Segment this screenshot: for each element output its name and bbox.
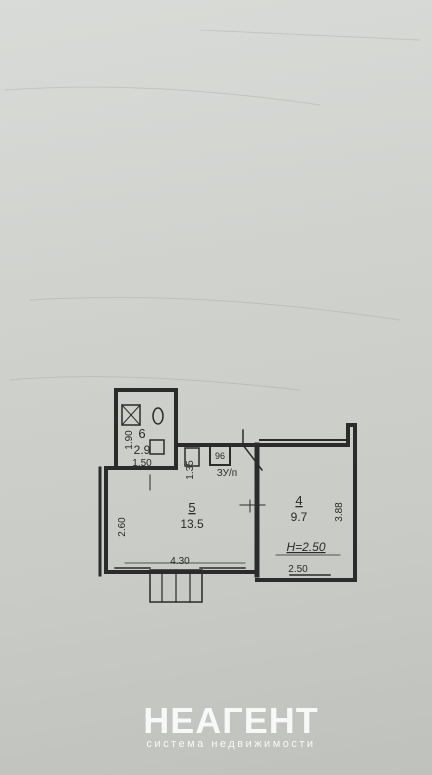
room-5-number: 5	[188, 500, 195, 515]
room-4-number: 4	[295, 493, 302, 508]
dim-1-35: 1.35	[185, 460, 196, 480]
room-4-area: 9.7	[291, 510, 308, 524]
watermark-logo: НЕАГЕНТ	[143, 700, 319, 741]
room-6-number: 6	[138, 426, 145, 441]
room-5-area: 13.5	[180, 517, 204, 531]
room-6-area: 2.9	[134, 443, 151, 457]
room-4-outline	[255, 423, 357, 582]
stove	[209, 444, 231, 466]
dim-1-50: 1.50	[132, 458, 152, 469]
dim-1-90: 1.90	[124, 430, 135, 450]
watermark-subtitle: система недвижимости	[146, 738, 316, 750]
paper-smudges	[4, 29, 421, 391]
ceiling-height: H=2.50	[286, 540, 325, 554]
dim-3-88: 3.88	[334, 502, 345, 522]
dim-2-60: 2.60	[117, 517, 128, 537]
plan-labels: 6 2.9 1.90 1.50 1.35 96 ЗУ/п 5 13.5 2.60…	[117, 426, 345, 575]
stove-symbol: 96	[215, 451, 225, 461]
dim-2-50: 2.50	[288, 564, 308, 575]
room-5-outline	[104, 443, 259, 574]
stove-label: ЗУ/п	[217, 468, 237, 479]
dim-4-30: 4.30	[170, 556, 190, 567]
walls	[98, 388, 357, 603]
